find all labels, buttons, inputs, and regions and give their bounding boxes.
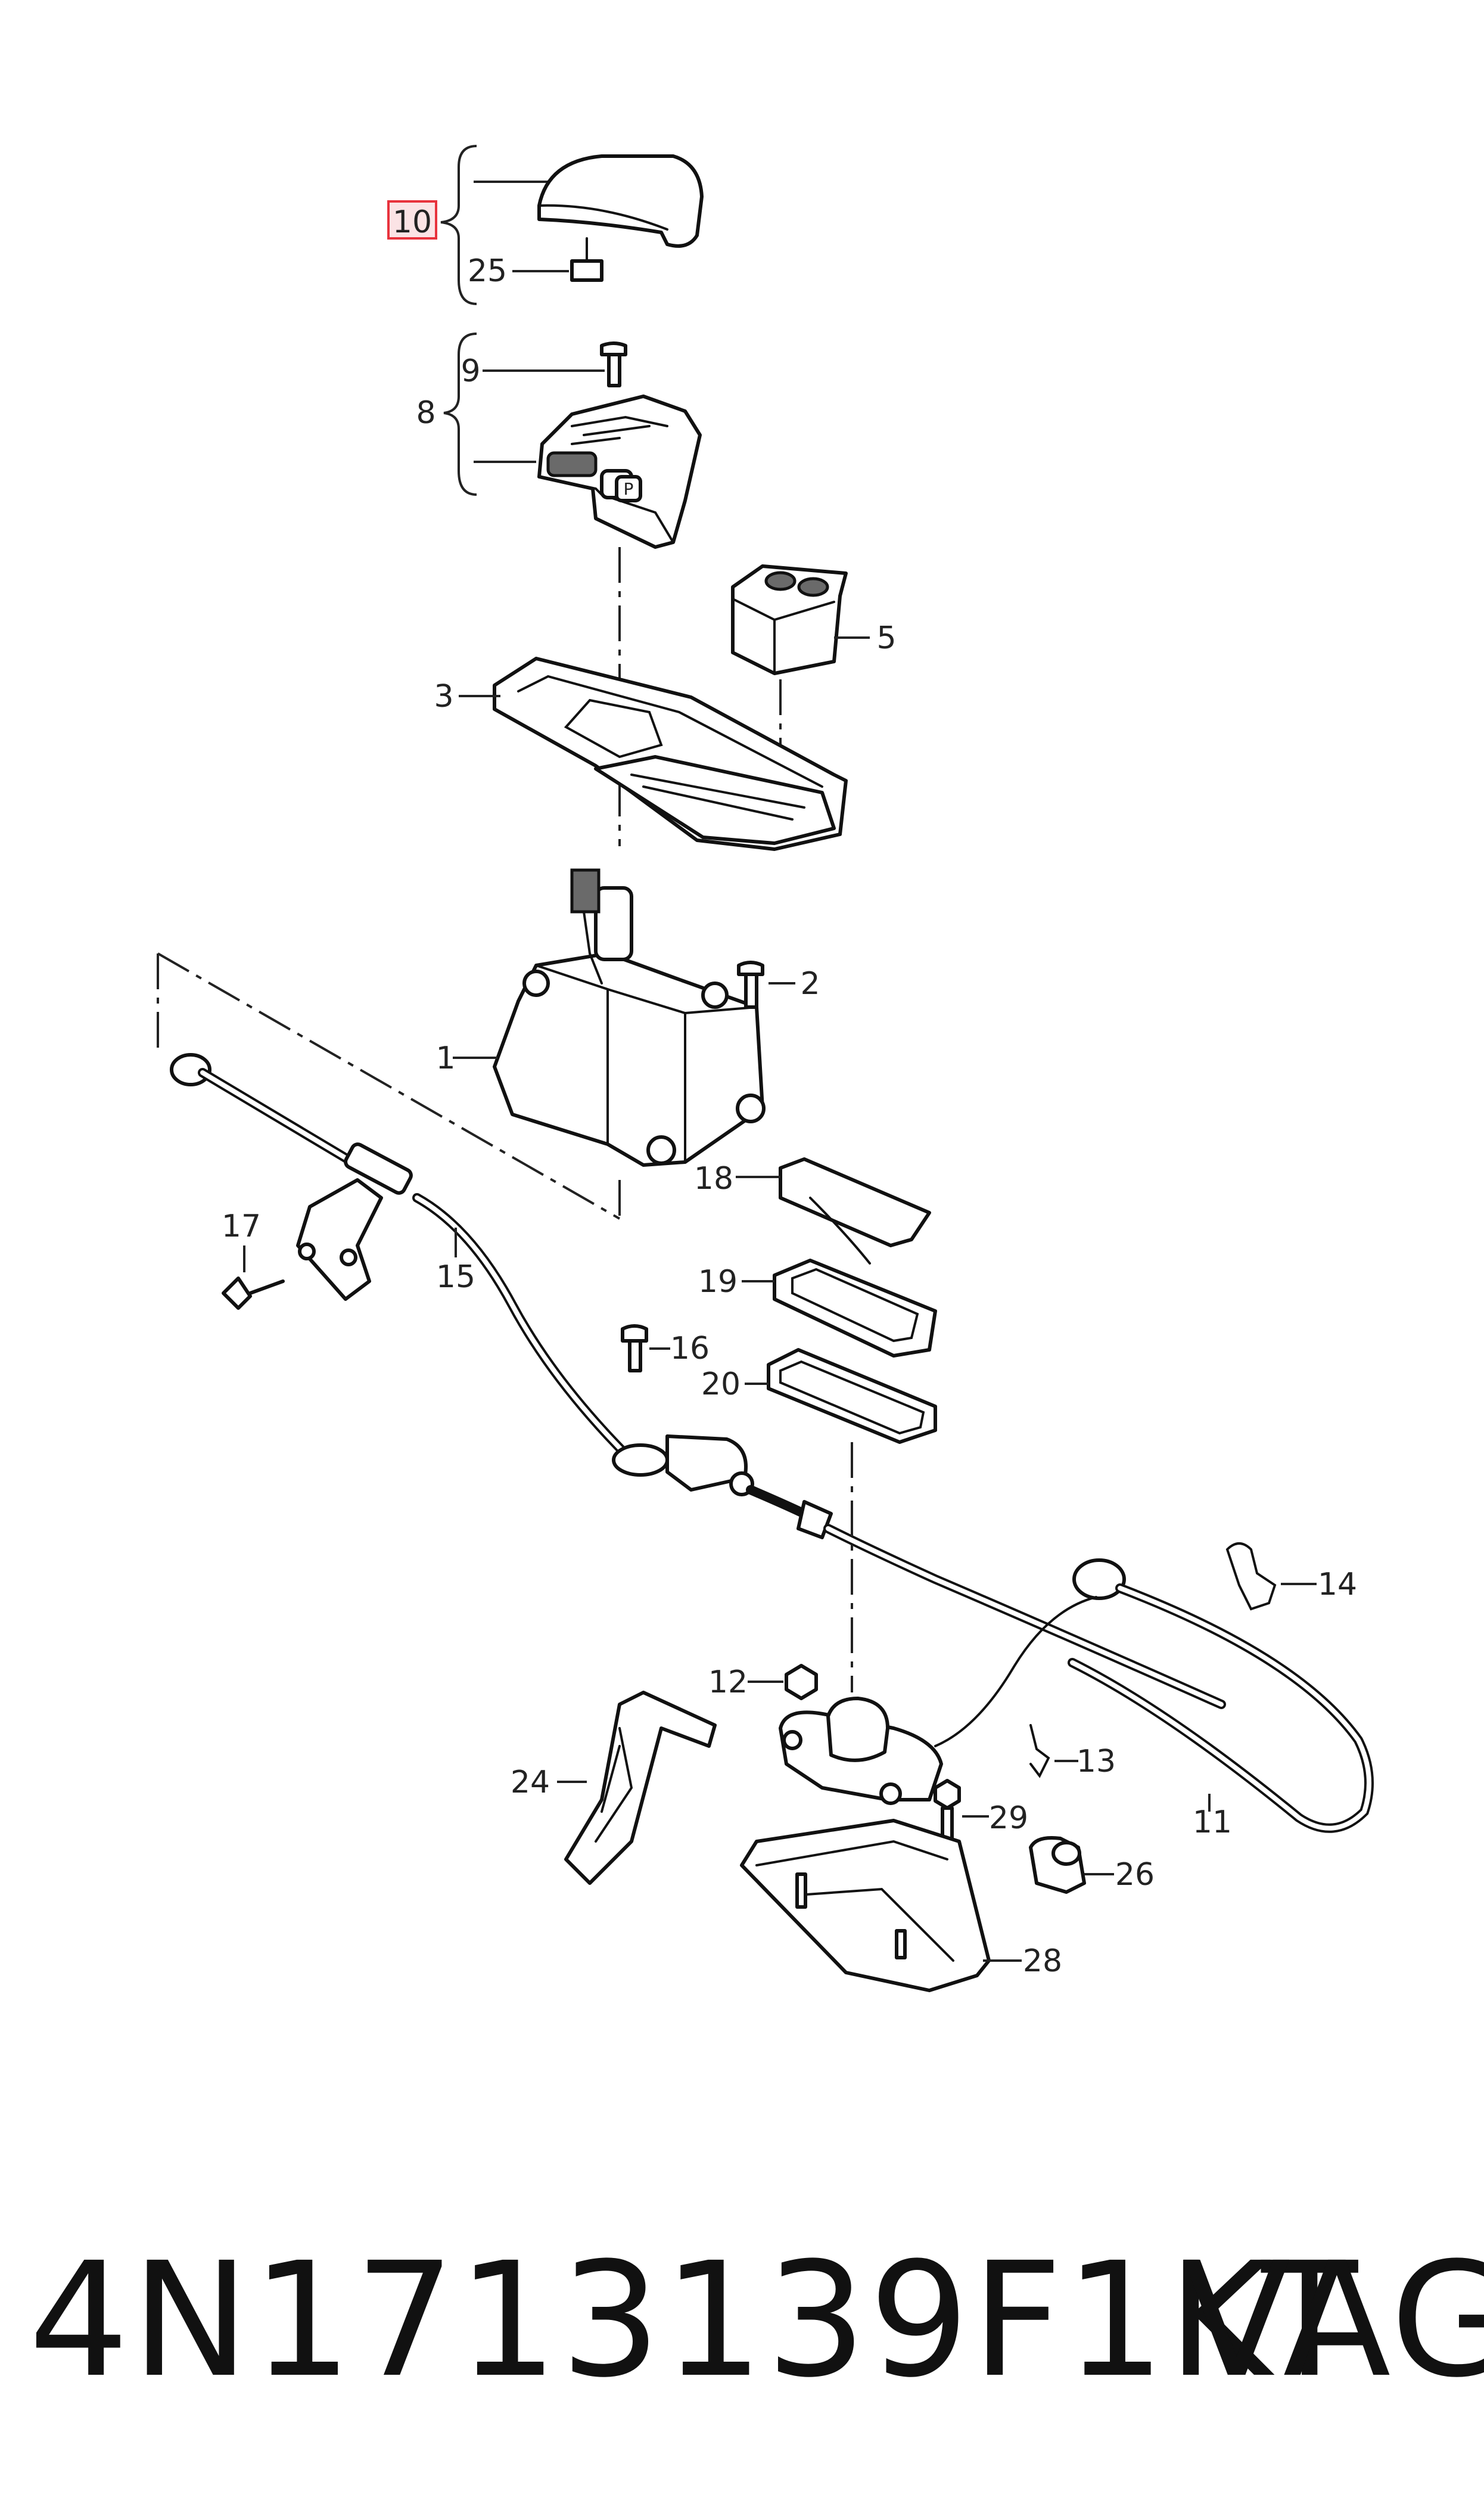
- callout-11[interactable]: 11: [1193, 1804, 1232, 1840]
- highlight-box: [387, 200, 437, 240]
- part-8-selector-housing[interactable]: P 8: [416, 333, 702, 549]
- callout-8[interactable]: 8: [416, 395, 435, 431]
- callout-3[interactable]: 3: [434, 679, 453, 715]
- callout-18[interactable]: 18: [694, 1161, 733, 1197]
- part-16-screw[interactable]: 16: [621, 1324, 710, 1372]
- cable-end-mount: [612, 1434, 1226, 1709]
- part-20-gasket[interactable]: 20: [701, 1348, 937, 1444]
- callout-24[interactable]: 24: [511, 1765, 550, 1800]
- part-29-bolt[interactable]: 29: [934, 1779, 1028, 1846]
- p-button-glyph: P: [624, 479, 634, 499]
- callout-13[interactable]: 13: [1077, 1744, 1116, 1779]
- callout-19[interactable]: 19: [698, 1264, 738, 1300]
- part-number-label: 4N1713139F1KT: [29, 2229, 1361, 2412]
- part-24-support-bracket[interactable]: 24: [511, 1691, 717, 1885]
- callout-2[interactable]: 2: [800, 966, 820, 1002]
- brand-label: VAG: [1183, 2229, 1484, 2412]
- callout-9[interactable]: 9: [461, 353, 480, 389]
- callout-5[interactable]: 5: [876, 620, 896, 656]
- callout-15[interactable]: 15: [436, 1259, 475, 1295]
- callout-12[interactable]: 12: [708, 1664, 748, 1700]
- part-5-switch-module[interactable]: 5: [731, 564, 897, 675]
- callout-16[interactable]: 16: [670, 1331, 710, 1366]
- callout-20[interactable]: 20: [701, 1366, 741, 1402]
- gear-selector-base: [779, 1697, 943, 1805]
- part-12-nut[interactable]: 12: [708, 1664, 818, 1700]
- part-25-clip[interactable]: 25: [468, 237, 603, 289]
- part-14-clip[interactable]: 14: [1225, 1542, 1357, 1611]
- part-3-trim-frame[interactable]: 3: [434, 657, 848, 851]
- part-10-shift-cover[interactable]: 10: [387, 145, 704, 305]
- part-28-base-plate[interactable]: 28: [740, 1819, 1062, 1992]
- callout-25[interactable]: 25: [468, 253, 507, 289]
- part-17-bolt[interactable]: 17: [222, 1209, 285, 1310]
- callout-10[interactable]: 10: [393, 204, 432, 240]
- callout-14[interactable]: 14: [1318, 1567, 1357, 1602]
- callout-26[interactable]: 26: [1115, 1857, 1155, 1893]
- callout-17[interactable]: 17: [222, 1209, 261, 1244]
- part-15-cable-bracket[interactable]: 15: [170, 1053, 636, 1465]
- part-11-shift-cable[interactable]: 11: [934, 1558, 1374, 1840]
- part-18-cover[interactable]: 18: [694, 1157, 931, 1265]
- callout-1[interactable]: 1: [435, 1040, 455, 1076]
- part-26-bushing[interactable]: 26: [1029, 1836, 1155, 1894]
- part-9-screw[interactable]: 9: [461, 341, 627, 389]
- part-1-shift-mechanism[interactable]: 1: [435, 868, 766, 1167]
- callout-28[interactable]: 28: [1023, 1943, 1062, 1979]
- part-13-clip[interactable]: 13: [1029, 1724, 1116, 1779]
- part-2-screw[interactable]: 2: [737, 961, 820, 1009]
- part-19-seal[interactable]: 19: [698, 1259, 937, 1358]
- boundary-line-upper: [157, 952, 620, 1220]
- callout-29[interactable]: 29: [989, 1800, 1028, 1836]
